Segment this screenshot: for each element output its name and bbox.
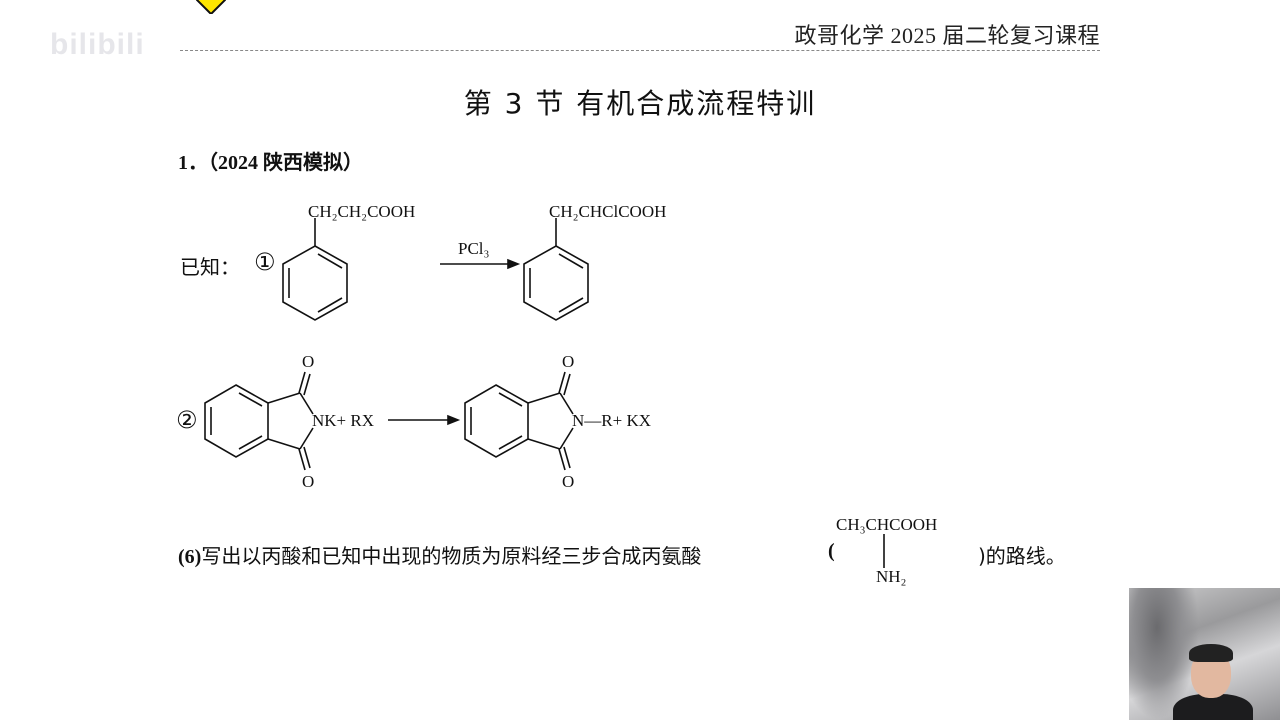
known-label: 已知： [180,255,240,279]
alanine-formula-top: CH₃CHCOOH [836,515,937,534]
alanine-formula-bottom: NH₂ [876,567,906,586]
oxygen-top-product: O [562,352,574,371]
benzene-ring-product-1 [523,218,589,321]
oxygen-top-reactant: O [302,352,314,371]
reagent-label: PCl₃ [458,239,490,258]
benzene-ring-reactant-1 [282,218,348,321]
part-number: (6) [178,546,202,568]
paren-open: ( [828,540,835,562]
part-ending: )的路线。 [978,544,1066,568]
reaction-1-marker: ① [254,248,276,276]
presenter-webcam [1129,588,1280,720]
presenter-hair [1189,644,1233,662]
part-text: 写出以丙酸和已知中出现的物质为原料经三步合成丙氨酸 [201,544,702,568]
product-1-chain: CH₂CHClCOOH [549,202,666,221]
product-2-suffix: N—R+ KX [572,411,651,430]
course-title: 政哥化学 2025 届二轮复习课程 [794,23,1100,48]
oxygen-bottom-reactant: O [302,472,314,491]
watermark-text: bilibili [50,28,145,61]
reaction-2-marker: ② [176,406,198,434]
question-number: 1．（2024 陕西模拟） [178,152,363,174]
question-part-6: (6)写出以丙酸和已知中出现的物质为原料经三步合成丙氨酸 [178,540,701,569]
channel-logo-icon [196,0,226,14]
reactant-1-chain: CH₂CH₂COOH [308,202,415,221]
section-title: 第 3 节 有机合成流程特训 [463,87,817,120]
oxygen-bottom-product: O [562,472,574,491]
presenter-body [1173,694,1253,720]
phthalimide-product [464,371,574,471]
reactant-2-suffix: NK+ RX [312,411,374,430]
header-divider [180,50,1100,51]
bilibili-watermark: bilibili [30,28,145,62]
phthalimide-reactant [204,371,314,471]
